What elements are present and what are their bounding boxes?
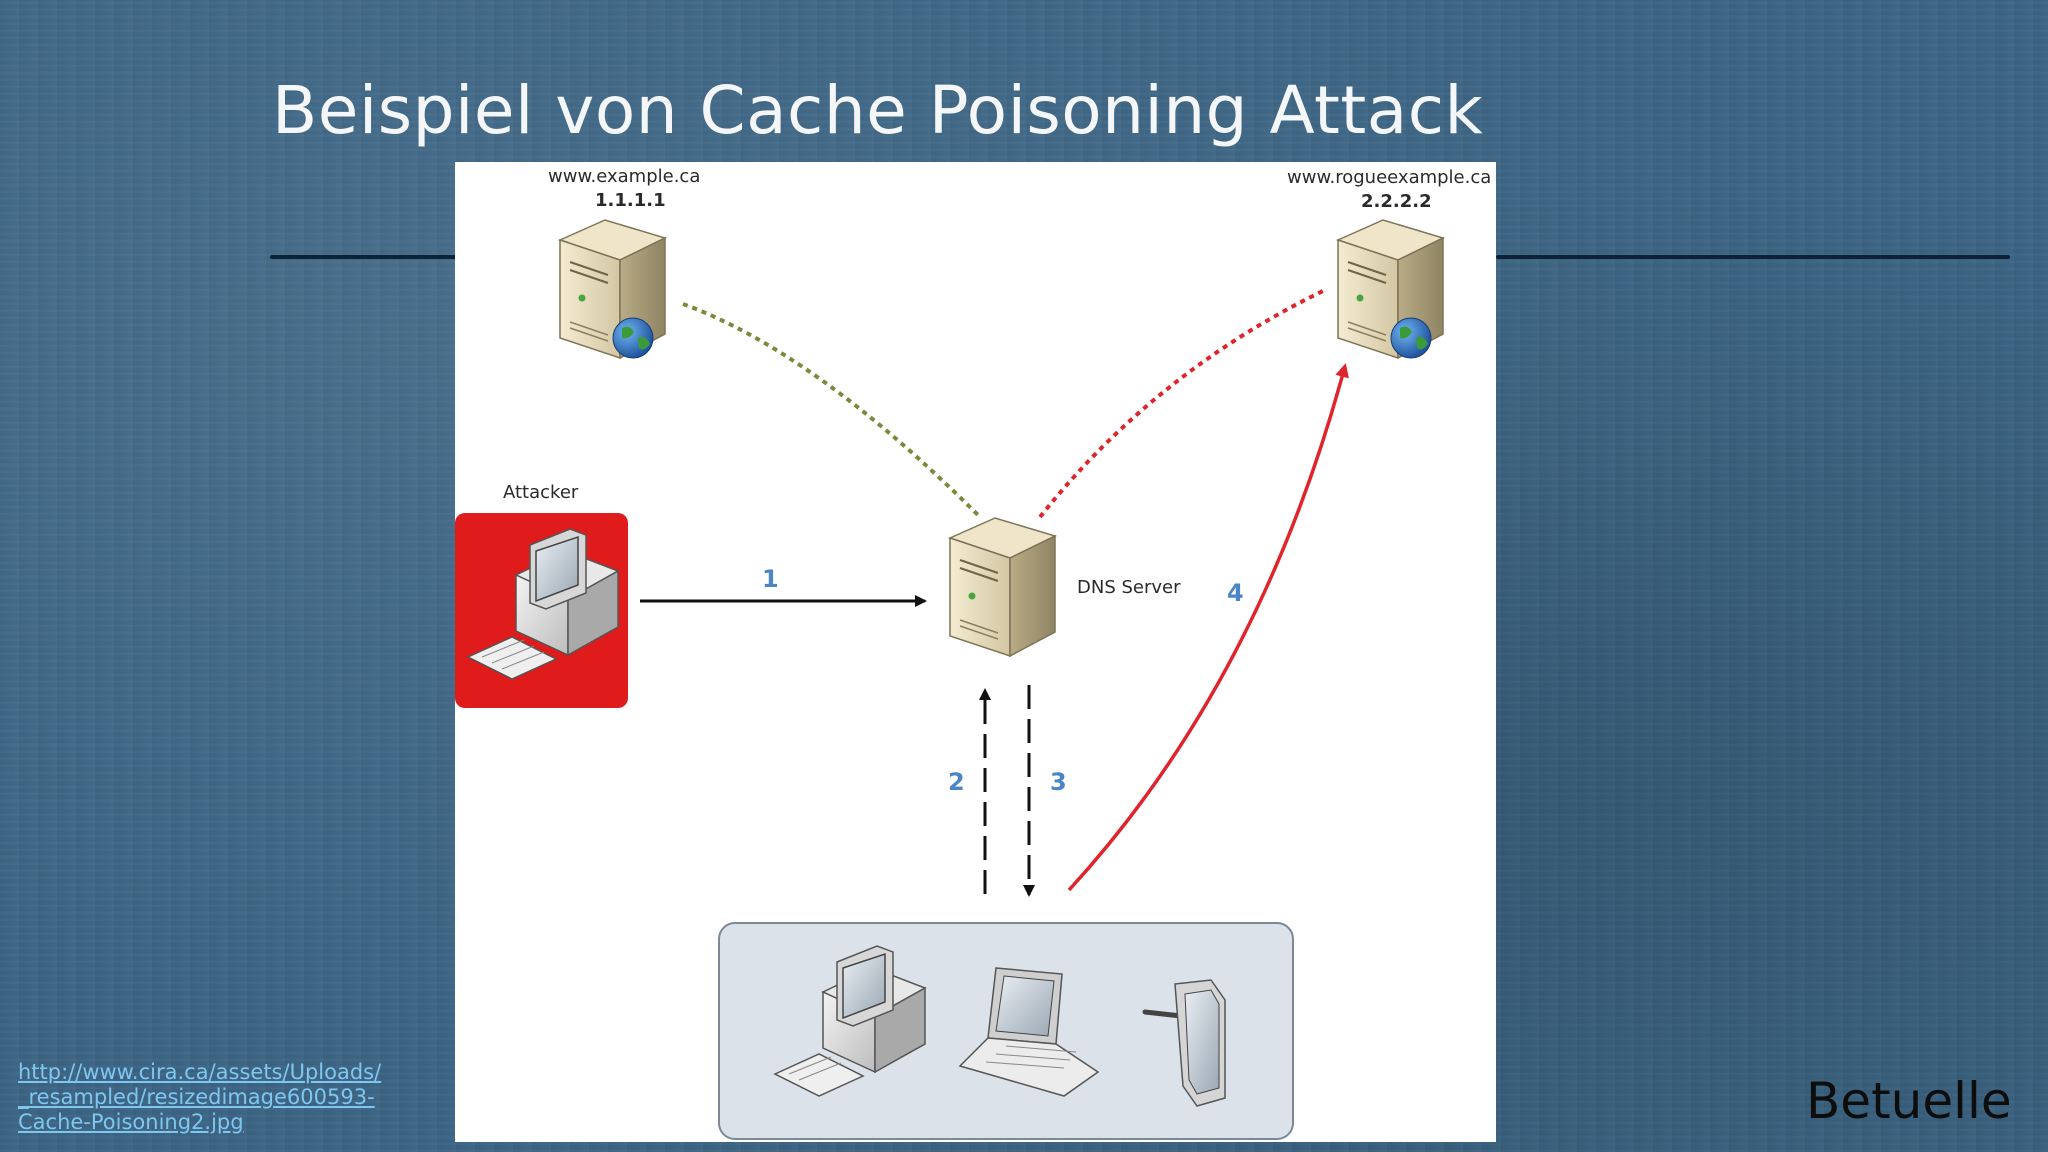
step-4-arrow — [1067, 363, 1349, 892]
attacker-label: Attacker — [503, 482, 579, 503]
attacker-computer-icon — [466, 528, 620, 680]
dns-server-icon — [947, 517, 1058, 658]
step-2-label: 2 — [948, 768, 965, 796]
title-underline-left — [270, 255, 456, 259]
image-source-link[interactable]: http://www.cira.ca/assets/Uploads/_resam… — [18, 1060, 382, 1134]
client-laptop-icon — [958, 967, 1100, 1097]
title-underline-right — [1496, 255, 2010, 259]
legit-server-icon — [557, 219, 668, 360]
client-tablet-icon — [1142, 979, 1226, 1107]
legit-server-ip: 1.1.1.1 — [595, 190, 666, 211]
rogue-server-icon — [1335, 219, 1446, 360]
cache-poisoning-diagram: www.example.ca 1.1.1.1 www.rogueexample.… — [455, 162, 1496, 1142]
step-3-label: 3 — [1050, 768, 1067, 796]
rogue-server-hostname: www.rogueexample.ca — [1287, 167, 1492, 188]
diagram-canvas — [455, 219, 1446, 1140]
author-name: Betuelle — [1806, 1072, 2012, 1130]
legit-server-hostname: www.example.ca — [548, 166, 701, 187]
rogue-server-ip: 2.2.2.2 — [1361, 191, 1432, 212]
client-desktop-icon — [773, 945, 927, 1097]
slide-title: Beispiel von Cache Poisoning Attack — [272, 72, 1484, 149]
step-4-label: 4 — [1227, 579, 1244, 607]
rogue-dns-dotted-link — [1038, 288, 1326, 519]
step-1-label: 1 — [762, 565, 779, 593]
legit-dns-dotted-link — [682, 302, 982, 519]
dns-server-label: DNS Server — [1077, 577, 1181, 598]
